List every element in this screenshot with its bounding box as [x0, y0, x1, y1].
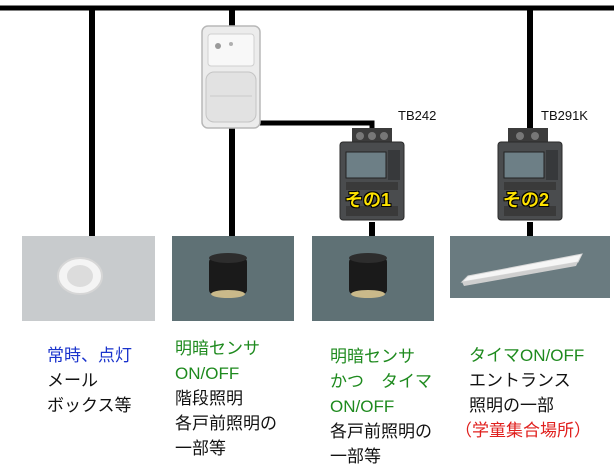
description-line: 一部等: [175, 439, 226, 458]
description-line: かつ タイマ: [330, 372, 432, 391]
description-light-sensor: 明暗センサ ON/OFF 階段照明 各戸前照明の 一部等: [175, 336, 277, 461]
description-line: 階段照明: [175, 389, 243, 408]
description-line: 明暗センサ: [175, 339, 260, 358]
description-line: 照明の一部: [469, 396, 554, 415]
light-sensor-device: [201, 25, 261, 129]
description-line: タイマON/OFF: [469, 346, 585, 365]
ceiling-light-icon: [349, 253, 387, 298]
lamp-panel-stair-light: [172, 236, 294, 321]
timer-device-2: [497, 128, 563, 221]
description-line: ON/OFF: [330, 397, 395, 416]
description-line: 各戸前照明の: [175, 414, 277, 433]
description-line: ON/OFF: [175, 364, 240, 383]
description-line: エントランス: [469, 371, 571, 390]
timer-badge-1: その1: [345, 190, 392, 210]
description-line: 各戸前照明の: [330, 422, 432, 441]
ceiling-light-icon: [209, 253, 247, 298]
tube-light-icon: [460, 253, 583, 286]
timer-device-1: [339, 128, 405, 221]
timer-model-label-2: TB291K: [541, 108, 588, 123]
lamp-panel-tube-light: [450, 236, 610, 298]
description-line: （学童集合場所）: [455, 421, 591, 440]
description-sensor-and-timer: 明暗センサ かつ タイマ ON/OFF 各戸前照明の 一部等: [330, 344, 432, 469]
lamp-panel-front-light: [312, 236, 434, 321]
description-line: 明暗センサ: [330, 347, 415, 366]
description-always-on: 常時、点灯 メール ボックス等: [47, 343, 132, 418]
lamp-panel-downlight: [22, 236, 155, 321]
description-line: ボックス等: [47, 396, 132, 415]
description-line: 一部等: [330, 447, 381, 466]
timer-model-label-1: TB242: [398, 108, 437, 123]
timer-badge-2: その2: [503, 190, 550, 210]
description-timer: タイマON/OFF エントランス 照明の一部 （学童集合場所）: [455, 343, 591, 443]
description-line: 常時、点灯: [47, 346, 132, 365]
description-line: メール: [47, 371, 98, 390]
